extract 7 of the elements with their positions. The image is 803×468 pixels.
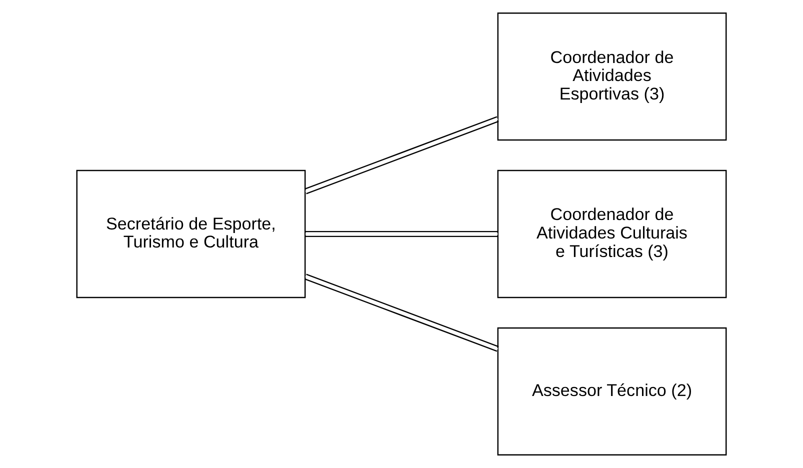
connector: [304, 274, 499, 352]
node-box: Secretário de Esporte, Turismo e Cultura: [76, 170, 306, 298]
node-box: Coordenador de Atividades Esportivas (3): [497, 12, 727, 141]
connector: [304, 116, 499, 194]
node-box: Coordenador de Atividades Culturais e Turísticas (3): [497, 170, 727, 298]
connector: [305, 230, 498, 238]
node-box: Assessor Técnico (2): [497, 327, 727, 456]
